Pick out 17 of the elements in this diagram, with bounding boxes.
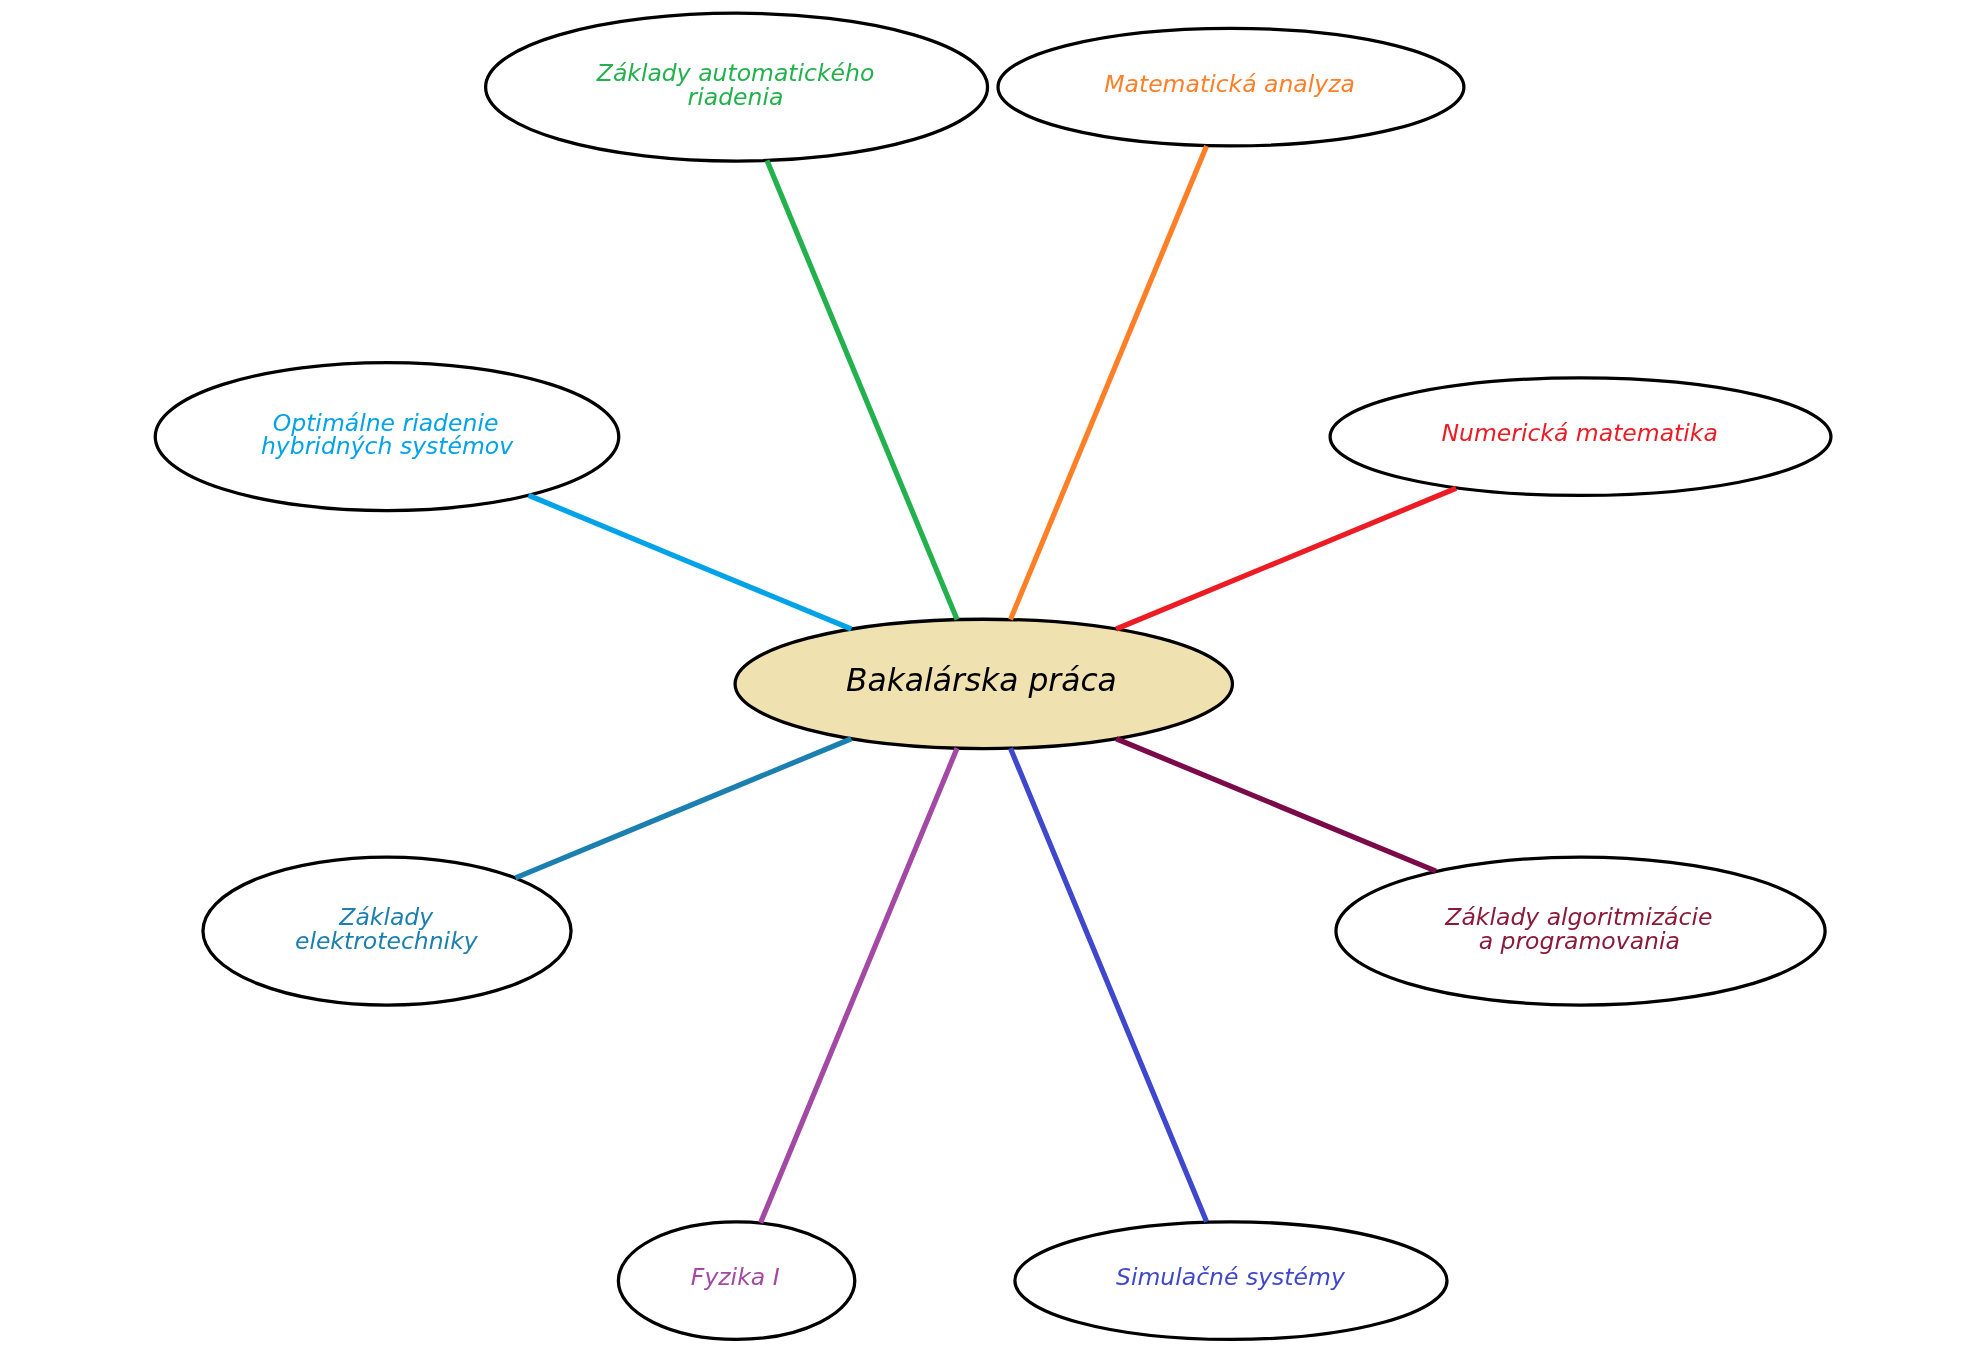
connector (514, 736, 853, 881)
node-ellipse: Optimálne riadenie hybridných systémov (153, 361, 621, 513)
connector (1115, 485, 1458, 632)
connector (758, 747, 960, 1224)
node-ellipse: Základy elektrotechniky (201, 855, 573, 1007)
node-ellipse: Základy algoritmizácie a programovania (1334, 855, 1827, 1007)
connector (1008, 144, 1209, 621)
node-ellipse: Numerická matematika (1328, 376, 1833, 498)
node-ellipse: Bakalárska práca (733, 617, 1235, 751)
connector (764, 159, 960, 621)
node-ellipse: Fyzika I (616, 1220, 857, 1342)
node-ellipse: Matematická analyza (996, 26, 1466, 148)
node-ellipse: Simulačné systémy (1013, 1220, 1449, 1342)
connector (1008, 747, 1209, 1223)
node-ellipse: Základy automatického riadenia (484, 11, 990, 163)
connector (527, 492, 853, 632)
connector (1115, 736, 1437, 874)
